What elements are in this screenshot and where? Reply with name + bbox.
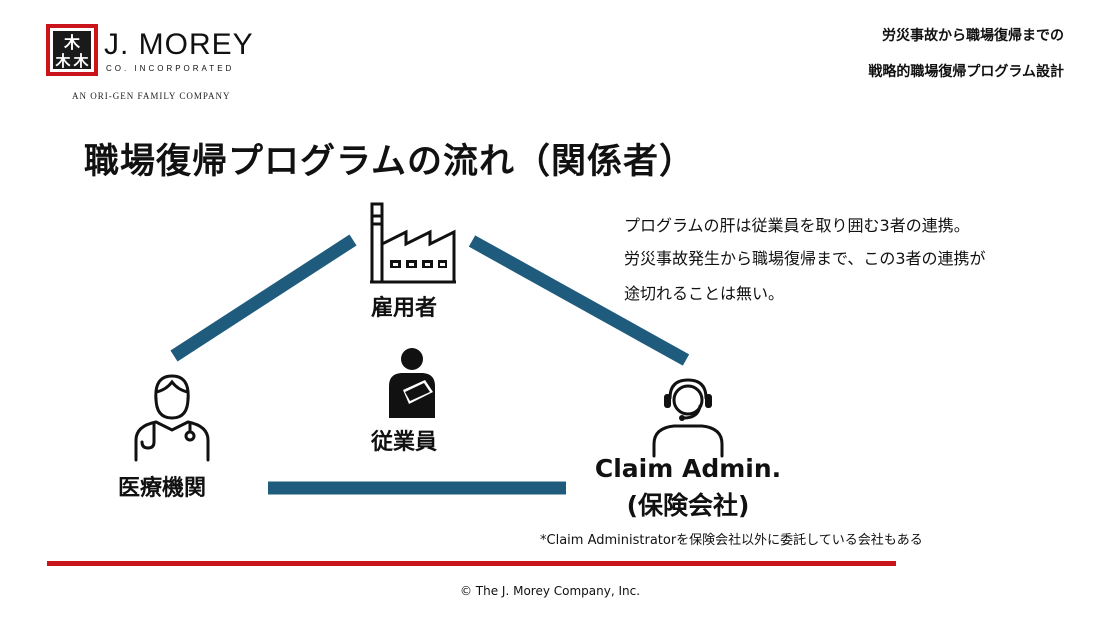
injured-worker-icon [389,348,435,418]
svg-text:木: 木 [72,52,89,70]
description-line: プログラムの肝は従業員を取り囲む3者の連携。 [624,216,970,235]
logo-tagline: AN ORI-GEN FAMILY COMPANY [72,91,231,101]
footer-divider [47,561,896,566]
doctor-icon [134,374,210,462]
logo-subtitle: CO. INCORPORATED [106,64,235,73]
svg-text:木: 木 [54,52,71,70]
svg-text:木: 木 [63,33,81,52]
header-title-line2: 戦略的職場復帰プログラム設計 [868,64,1064,80]
header-title-line1: 労災事故から職場復帰までの [882,28,1064,44]
connector-employer-claim [468,235,690,366]
description-line: 労災事故発生から職場復帰まで、この3者の連携が [624,249,986,268]
copyright: © The J. Morey Company, Inc. [459,584,641,598]
connector-employer-medical [170,234,357,362]
role-label-employer: 雇用者 [371,296,438,321]
logo-company-name: J. MOREY [104,28,254,61]
role-label-medical: 医療機関 [118,476,207,501]
company-logo: 木 木 木 J. MOREY CO. INCORPORATED AN ORI-G… [46,24,286,106]
footnote: *Claim Administratorを保険会社以外に委託している会社もある [540,533,923,548]
role-label-insurer: (保険会社) [626,491,750,520]
role-label-claim-admin: Claim Admin. [594,454,782,483]
role-label-employee: 従業員 [371,430,438,455]
description-line: 途切れることは無い。 [624,284,785,303]
factory-icon [370,202,456,284]
slide-title: 職場復帰プログラムの流れ（関係者） [84,142,695,182]
logo-mark-icon: 木 木 木 [46,24,98,76]
headset-agent-icon [652,378,724,458]
